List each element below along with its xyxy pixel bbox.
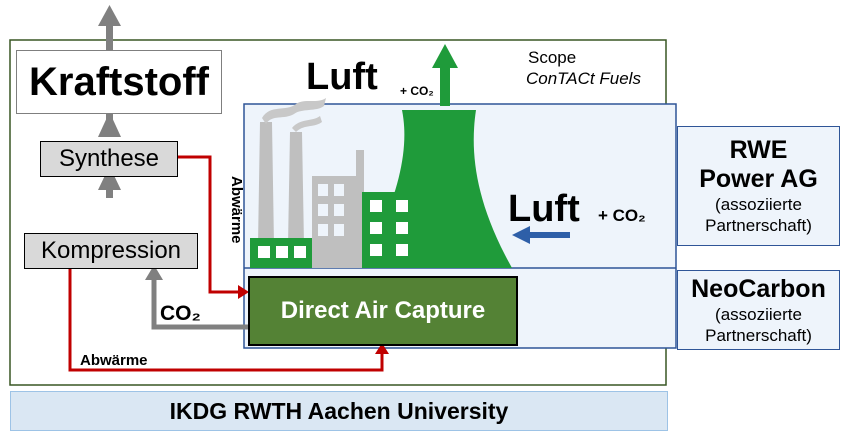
factory-green-tower (362, 192, 418, 268)
footer-label: IKDG RWTH Aachen University (169, 397, 509, 424)
dac-box: Direct Air Capture (248, 276, 518, 346)
footer-banner: IKDG RWTH Aachen University (10, 391, 668, 431)
air-out-arrow (432, 44, 458, 106)
gray-flow-left (98, 5, 121, 198)
partner-neocarbon-note-1: (assoziierte (715, 304, 802, 324)
partner-rwe-name-2: Power AG (699, 165, 818, 193)
scope-name: ConTACt Fuels (526, 69, 641, 88)
partner-rwe-name-1: RWE (729, 136, 788, 164)
luft-top-label: Luft (306, 56, 378, 98)
heat-path-kompression (68, 266, 384, 372)
partner-neocarbon-note-2: Partnerschaft) (705, 325, 812, 345)
dac-label: Direct Air Capture (280, 297, 486, 324)
luft-right-co2: + CO₂ (598, 206, 646, 225)
kompression-box: Kompression (24, 233, 198, 269)
luft-right-label: Luft (508, 188, 580, 230)
factory-gray-building (312, 150, 364, 268)
co2-label: CO₂ (160, 302, 201, 325)
factory-green-low (250, 238, 312, 268)
partner-rwe: RWE Power AG (assoziierte Partnerschaft) (677, 126, 840, 246)
partner-rwe-note-1: (assoziierte (715, 195, 802, 214)
kompression-label: Kompression (40, 237, 182, 264)
heat-path-synthese (178, 155, 240, 294)
fuel-title: Kraftstoff (29, 59, 209, 104)
partner-neocarbon: NeoCarbon (assoziierte Partnerschaft) (677, 270, 840, 350)
heat-label-bottom: Abwärme (80, 352, 148, 369)
luft-top-co2: + CO₂ (400, 84, 434, 98)
co2-return-path (145, 265, 248, 330)
factory-chimneys (258, 98, 326, 245)
fuel-title-box: Kraftstoff (16, 50, 222, 114)
partner-rwe-note-2: Partnerschaft) (705, 216, 812, 235)
air-in-arrow (512, 226, 570, 244)
partner-neocarbon-name: NeoCarbon (691, 274, 826, 303)
heat-label-vertical: Abwärme (228, 176, 245, 244)
synthese-box: Synthese (40, 141, 178, 177)
synthese-label: Synthese (58, 145, 160, 172)
scope-label: Scope (528, 48, 577, 67)
